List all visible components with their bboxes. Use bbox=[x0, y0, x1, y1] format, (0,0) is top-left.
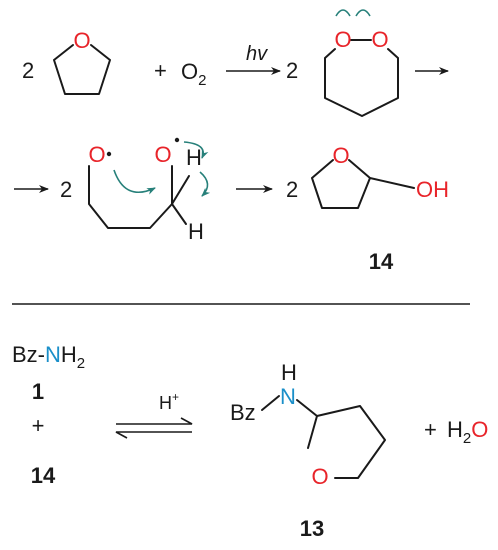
coefficient-thf: 2 bbox=[22, 58, 34, 83]
condition-hv: hv bbox=[246, 43, 268, 65]
dioxy-diradical-structure: O O H H bbox=[88, 137, 211, 244]
hydroxy-thf-structure: O OH bbox=[311, 143, 449, 209]
plus-sign: + bbox=[154, 58, 167, 83]
step-photooxidation: 2 O + O2 hv 2 O O bbox=[22, 9, 449, 117]
equilibrium-arrows bbox=[115, 417, 193, 439]
amide-hydrogen: H bbox=[281, 360, 297, 385]
amino-thf-product-structure: Bz N H O bbox=[230, 360, 386, 489]
electron-arrow-2 bbox=[355, 9, 371, 17]
coefficient-diradical: 2 bbox=[60, 177, 72, 202]
radical-oxygen-1: O bbox=[88, 142, 105, 167]
water-formula: H2O bbox=[447, 417, 488, 447]
peroxide-oxygen-1: O bbox=[334, 27, 351, 52]
electron-arrow-hydrogen-1 bbox=[183, 141, 209, 159]
tetrahydrofuran-structure: O bbox=[53, 28, 111, 95]
benzoyl-group: Bz bbox=[230, 400, 256, 425]
plus-sign-3: + bbox=[424, 417, 437, 442]
electron-arrow-1 bbox=[335, 9, 351, 17]
compound-label-14: 14 bbox=[369, 249, 394, 274]
compound-label-1: 1 bbox=[32, 379, 44, 404]
peroxide-oxygen-2: O bbox=[371, 27, 388, 52]
electron-arrow-hydrogen-2 bbox=[199, 171, 211, 197]
hydrogen-top: H bbox=[186, 145, 202, 170]
coefficient-peroxide: 2 bbox=[286, 58, 298, 83]
thf-oxygen: O bbox=[73, 28, 90, 53]
step-cyclization: 2 O O H H 2 O OH 14 bbox=[14, 137, 449, 274]
electron-arrow-radical-transfer bbox=[113, 169, 156, 195]
radical-dot-1 bbox=[106, 151, 112, 157]
compound-label-14-reagent: 14 bbox=[31, 463, 56, 488]
hydroxyl-group: OH bbox=[416, 177, 449, 202]
amide-nitrogen: N bbox=[280, 384, 296, 409]
radical-dot-2 bbox=[174, 137, 180, 143]
benzamide-formula: Bz-NH2 bbox=[12, 342, 85, 372]
ring-oxygen: O bbox=[332, 143, 349, 168]
hydrogen-bottom: H bbox=[188, 219, 204, 244]
oxygen-molecule: O2 bbox=[181, 59, 206, 89]
plus-sign-2: + bbox=[32, 413, 45, 438]
coefficient-product: 2 bbox=[286, 177, 298, 202]
compound-label-13: 13 bbox=[300, 516, 324, 541]
step-condensation: Bz-NH2 1 + 14 H+ Bz N H O 13 + H2O bbox=[12, 342, 488, 541]
radical-oxygen-2: O bbox=[154, 142, 171, 167]
cyclic-peroxide-structure: O O bbox=[324, 9, 399, 117]
product-ring-oxygen: O bbox=[311, 464, 328, 489]
catalyst-proton: H+ bbox=[159, 390, 179, 413]
